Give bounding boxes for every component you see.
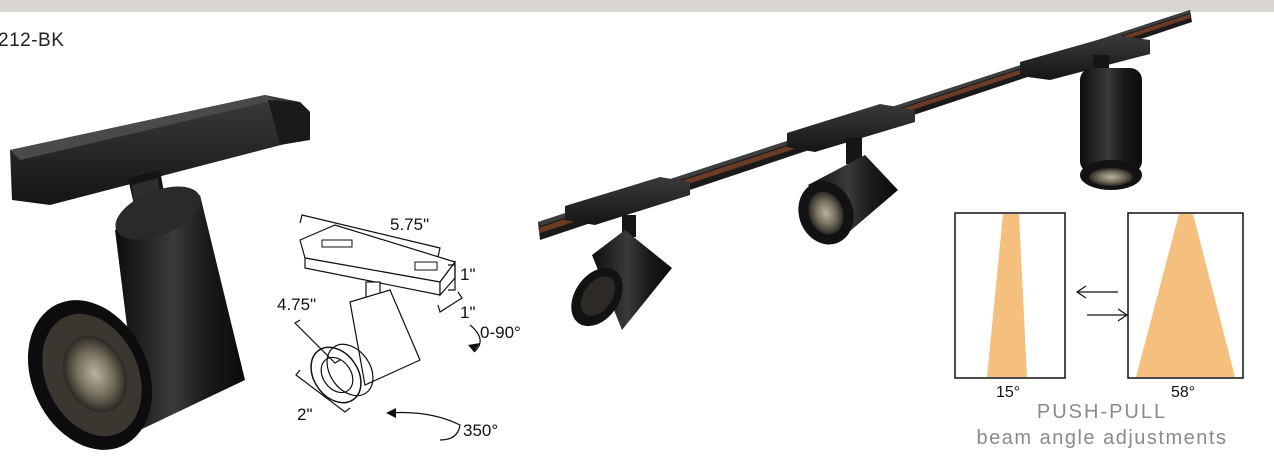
dim-arm: 4.75" [277, 295, 316, 314]
large-fixture-image [10, 95, 310, 450]
narrow-angle-label: 15° [996, 384, 1020, 401]
dim-height: 1" [460, 265, 476, 284]
beam-wide-panel [1127, 212, 1244, 379]
dim-diameter: 2" [297, 405, 313, 424]
top-banner-bar [0, 0, 1274, 12]
dimension-drawing [294, 214, 481, 441]
wide-angle-label: 58° [1171, 384, 1195, 401]
push-pull-arrows-icon [1075, 285, 1129, 322]
track-system-image [538, 10, 1192, 330]
narrow-beam-cone [987, 214, 1027, 377]
beam-narrow-panel [954, 212, 1066, 379]
dim-rotation: 350° [463, 421, 498, 440]
dim-length: 5.75" [390, 215, 429, 234]
model-code: 212-BK [0, 30, 65, 51]
dim-depth: 1" [460, 303, 476, 322]
wide-beam-cone [1136, 214, 1235, 377]
beam-adjust-subtitle: beam angle adjustments [976, 427, 1228, 449]
push-pull-title: PUSH-PULL [1036, 401, 1168, 423]
dim-tilt: 0-90° [480, 323, 521, 342]
